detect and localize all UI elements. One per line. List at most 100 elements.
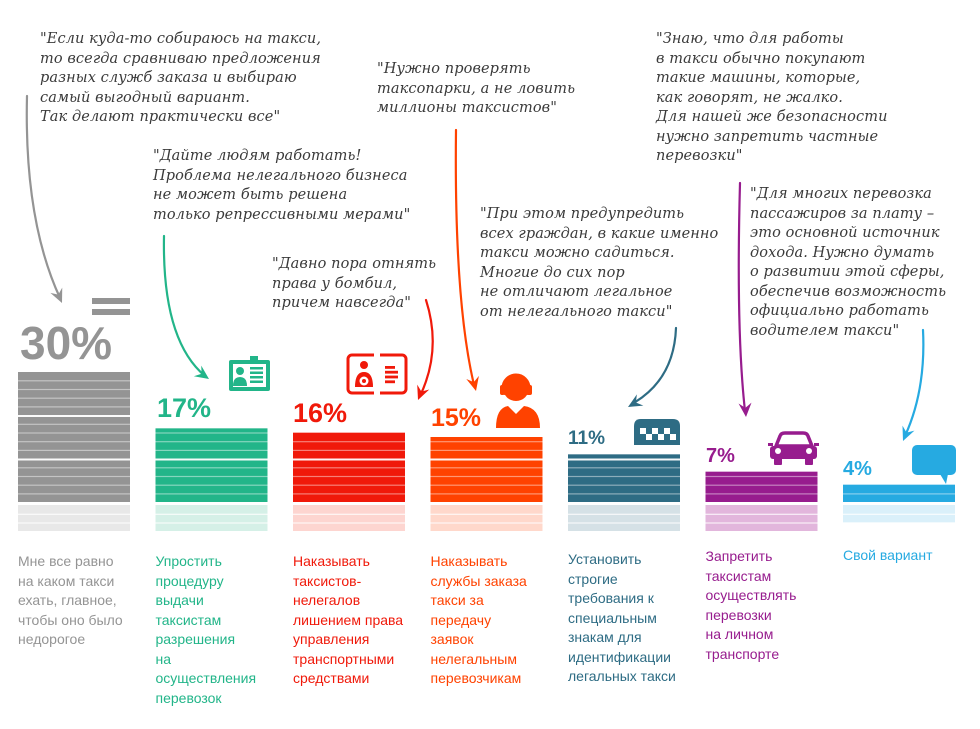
- bar-stripe: [568, 484, 680, 486]
- operator-headset-icon: [496, 373, 540, 428]
- bar-reflection: [705, 505, 818, 531]
- bar-stripe: [18, 441, 130, 443]
- bar-stripe: [705, 475, 818, 478]
- bar-stripe: [430, 458, 543, 461]
- bar-revoke-license: [293, 432, 405, 531]
- speech-bubble-icon: [912, 445, 956, 484]
- bar-stripe: [293, 484, 405, 486]
- arrow-revoke-license: [417, 298, 434, 400]
- category-label-own-option: Свой вариант: [843, 547, 933, 563]
- bar-stripe: [430, 484, 543, 486]
- category-label-ban-private: Запретить таксистам осуществлять перевоз…: [705, 548, 797, 662]
- arrow-indifferent: [25, 94, 63, 303]
- bar-stripe: [568, 475, 680, 478]
- bar-indifferent: [18, 372, 130, 531]
- bar-simplify: [155, 428, 268, 531]
- bar-reflection: [843, 505, 955, 523]
- quote-revoke-license: "Давно пора отнять права у бомбил, приче…: [272, 256, 437, 311]
- category-label-simplify: Упростить процедуру выдачи таксистам раз…: [155, 553, 257, 706]
- bar-stripe: [18, 423, 130, 425]
- car-icon: [768, 431, 819, 465]
- category-label-punish-services: Наказывать службы заказа такси за переда…: [430, 553, 527, 686]
- bar-stripe: [568, 493, 680, 495]
- value-label-indifferent: 30%: [20, 317, 113, 369]
- arrow-special-signs: [628, 326, 678, 407]
- bar-reflection: [155, 505, 268, 531]
- bar-stripe: [155, 513, 268, 515]
- bar-stripe: [705, 522, 818, 524]
- bar-reflection: [293, 505, 405, 531]
- quote-simplify: "Дайте людям работать! Проблема нелегаль…: [153, 148, 411, 223]
- bar-stripe: [293, 441, 405, 443]
- bar-stripe: [843, 513, 955, 515]
- quote-ban-private: "Знаю, что для работы в такси обычно пок…: [656, 31, 888, 164]
- bar-stripe: [568, 513, 680, 515]
- category-label-special-signs: Установить строгие требования к специаль…: [568, 551, 676, 684]
- arrow-simplify: [162, 234, 209, 379]
- value-label-own-option: 4%: [843, 457, 872, 480]
- value-label-ban-private: 7%: [706, 444, 735, 467]
- id-badge-icon: [229, 356, 270, 391]
- category-label-revoke-license: Наказывать таксистов- нелегалов лишением…: [293, 553, 404, 686]
- bar-stripe: [155, 458, 268, 461]
- bar-stripe: [568, 522, 680, 524]
- bar-own-option: [843, 484, 955, 523]
- bar-stripe: [18, 449, 130, 451]
- bar-stripe: [18, 406, 130, 408]
- bar-stripe: [18, 484, 130, 486]
- category-label-indifferent: Мне все равно на каком такси ехать, глав…: [18, 553, 123, 647]
- bar-stripe: [18, 388, 130, 391]
- value-label-special-signs: 11%: [568, 428, 605, 450]
- bar-fill: [430, 437, 543, 502]
- bar-stripe: [430, 467, 543, 469]
- equals-icon: [92, 298, 130, 315]
- bar-fill: [705, 471, 818, 502]
- bar-stripe: [293, 475, 405, 478]
- bar-stripe: [568, 458, 680, 461]
- bar-stripe: [18, 415, 130, 417]
- bar-fill: [568, 454, 680, 502]
- bar-stripe: [18, 493, 130, 495]
- bar-stripe: [430, 522, 543, 524]
- bar-stripe: [430, 441, 543, 443]
- bar-fill: [155, 428, 268, 502]
- bar-fill: [293, 432, 405, 502]
- driver-license-icon: [346, 350, 408, 398]
- bar-stripe: [293, 467, 405, 469]
- arrow-own-option: [902, 328, 925, 441]
- bar-reflection: [430, 505, 543, 531]
- bar-stripe: [18, 397, 130, 399]
- bar-stripe: [18, 458, 130, 461]
- arrow-ban-private: [737, 181, 752, 417]
- value-label-simplify: 17%: [157, 393, 212, 424]
- quote-special-signs: "При этом предупредить всех граждан, в к…: [480, 206, 719, 320]
- bar-stripe: [293, 513, 405, 515]
- bar-stripe: [155, 522, 268, 524]
- bar-fill: [843, 484, 955, 502]
- bar-stripe: [18, 475, 130, 478]
- bar-stripe: [155, 449, 268, 451]
- taxi-checker-icon: [634, 419, 680, 445]
- value-label-revoke-license: 16%: [293, 397, 348, 428]
- bar-stripe: [155, 467, 268, 469]
- bar-stripe: [155, 493, 268, 495]
- arrow-punish-services: [454, 128, 479, 391]
- bar-stripe: [568, 467, 680, 469]
- bar-stripe: [293, 449, 405, 451]
- bar-reflection: [568, 505, 680, 531]
- bar-stripe: [705, 493, 818, 495]
- bar-stripe: [430, 475, 543, 478]
- bar-stripe: [293, 522, 405, 524]
- value-label-punish-services: 15%: [431, 404, 482, 432]
- quote-punish-services: "Нужно проверять таксопарки, а не ловить…: [377, 61, 576, 116]
- bar-stripe: [18, 432, 130, 434]
- bar-stripe: [430, 449, 543, 451]
- bar-punish-services: [430, 437, 543, 531]
- bar-stripe: [843, 493, 955, 495]
- bar-stripe: [155, 441, 268, 443]
- quote-indifferent: "Если куда-то собираюсь на такси, то все…: [40, 31, 322, 125]
- bar-stripe: [705, 484, 818, 486]
- bar-stripe: [155, 484, 268, 486]
- bar-stripe: [155, 432, 268, 434]
- bar-fill: [18, 372, 130, 502]
